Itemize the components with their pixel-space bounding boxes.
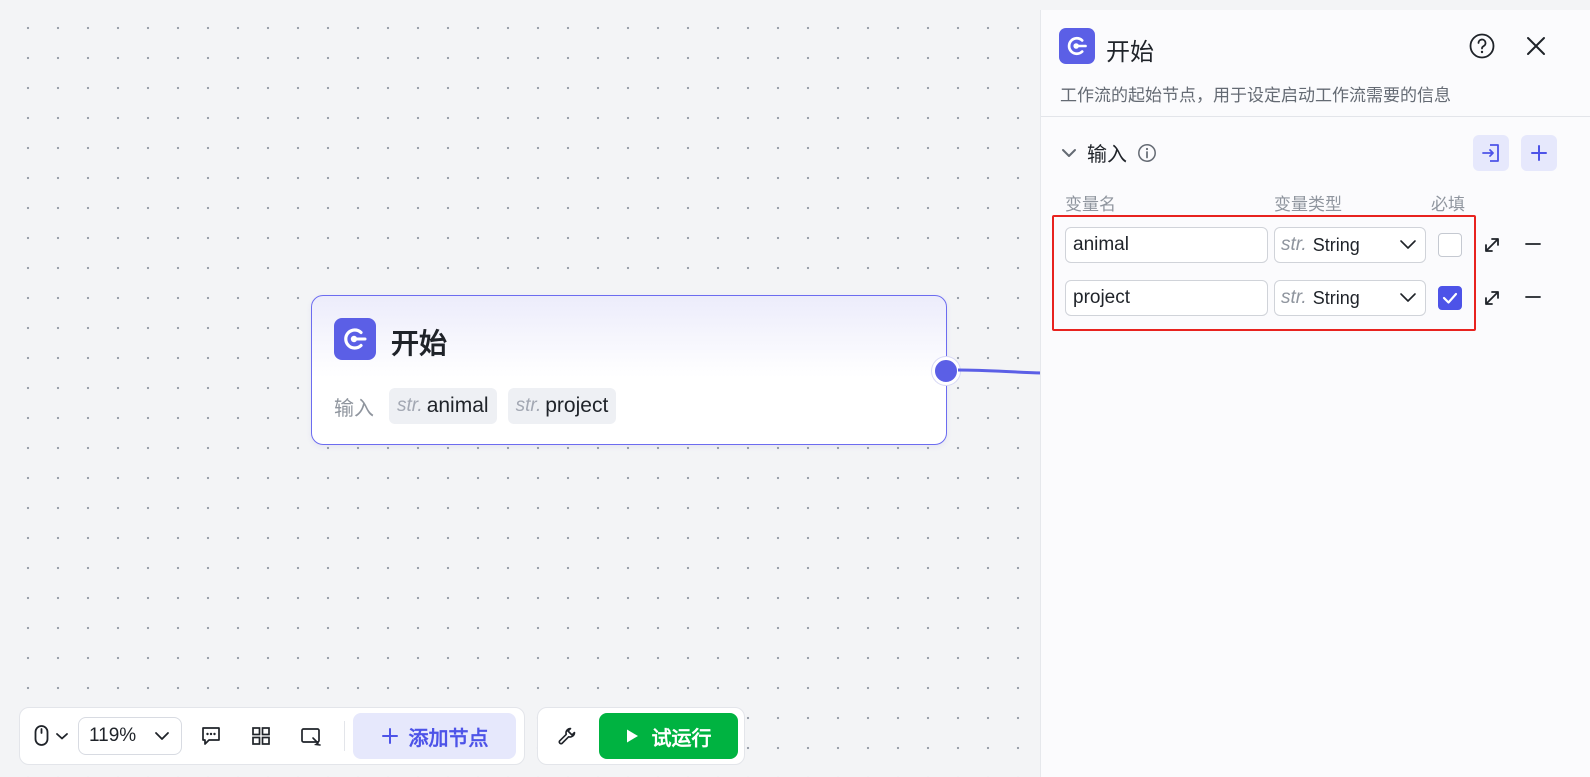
minimap-icon <box>301 728 321 746</box>
variable-type-select[interactable]: str. String <box>1274 280 1426 316</box>
chevron-down-icon <box>155 732 169 740</box>
node-config-panel: 开始 工作流的起始节点，用于设定启动工作流需要的信息 输入 <box>1040 10 1590 777</box>
expand-icon[interactable] <box>1482 288 1502 308</box>
inputs-section-title: 输入 <box>1087 144 1127 166</box>
variable-name-input[interactable] <box>1065 280 1268 316</box>
zoom-value: 119% <box>89 725 137 746</box>
auto-layout-button[interactable] <box>236 716 286 756</box>
import-icon <box>1482 144 1499 162</box>
variable-type-value: String <box>1312 287 1360 308</box>
string-type-tag: str. <box>1281 234 1307 255</box>
panel-description: 工作流的起始节点，用于设定启动工作流需要的信息 <box>1060 86 1451 105</box>
canvas-toolbar: 119% 添加节点 <box>19 707 525 765</box>
start-node-inputs: 输入 str. animal str. project <box>334 388 617 424</box>
variable-type-select[interactable]: str. String <box>1274 227 1426 263</box>
zoom-select[interactable]: 119% <box>78 717 182 755</box>
panel-title: 开始 <box>1106 39 1154 66</box>
required-checkbox[interactable] <box>1438 233 1462 257</box>
add-node-button[interactable]: 添加节点 <box>353 713 516 759</box>
checkmark-icon <box>1442 292 1458 304</box>
test-run-button[interactable]: 试运行 <box>598 713 738 759</box>
run-toolbar: 试运行 <box>537 707 745 765</box>
string-type-tag: str. <box>515 395 542 416</box>
variable-type-value: String <box>1312 234 1360 255</box>
inputs-section-header[interactable]: 输入 <box>1061 138 1157 167</box>
expand-icon[interactable] <box>1482 235 1502 255</box>
remove-variable-icon[interactable] <box>1524 235 1542 253</box>
comment-icon <box>202 727 220 745</box>
minimap-button[interactable] <box>286 716 336 756</box>
input-chip-animal: str. animal <box>389 388 497 424</box>
close-icon[interactable] <box>1524 34 1548 58</box>
connection-edge <box>958 368 1043 375</box>
string-type-tag: str. <box>1281 287 1307 308</box>
interaction-mode-button[interactable] <box>26 716 76 756</box>
info-icon[interactable] <box>1137 143 1157 163</box>
wrench-icon <box>559 727 576 745</box>
node-output-handle[interactable] <box>932 357 960 385</box>
column-header-name: 变量名 <box>1065 195 1116 214</box>
start-node-icon <box>334 318 376 360</box>
start-node[interactable]: 开始 输入 str. animal str. project <box>311 295 947 445</box>
chevron-down-icon <box>1062 148 1076 157</box>
input-chip-project: str. project <box>507 388 617 424</box>
inputs-label: 输入 <box>334 397 374 420</box>
add-node-label: 添加节点 <box>408 727 489 750</box>
column-header-type: 变量类型 <box>1274 195 1342 214</box>
help-icon[interactable] <box>1468 32 1496 60</box>
chevron-down-icon <box>1400 240 1416 249</box>
input-chip-label: project <box>545 394 609 417</box>
comment-button[interactable] <box>186 716 236 756</box>
debug-tools-button[interactable] <box>544 716 591 756</box>
add-variable-button[interactable] <box>1521 135 1557 171</box>
toolbar-divider <box>344 721 345 751</box>
play-icon <box>627 729 639 743</box>
start-node-icon <box>1059 28 1095 64</box>
chevron-down-icon <box>1400 293 1416 302</box>
column-header-required: 必填 <box>1431 195 1465 214</box>
required-checkbox[interactable] <box>1438 286 1462 310</box>
test-run-label: 试运行 <box>651 727 712 750</box>
mouse-icon <box>34 725 49 746</box>
plus-icon <box>381 728 398 744</box>
panel-header: 开始 工作流的起始节点，用于设定启动工作流需要的信息 <box>1041 10 1590 117</box>
remove-variable-icon[interactable] <box>1524 288 1542 306</box>
input-chip-label: animal <box>426 394 489 417</box>
variable-name-input[interactable] <box>1065 227 1268 263</box>
plus-icon <box>1531 145 1547 161</box>
start-node-title: 开始 <box>391 328 448 359</box>
chevron-down-icon <box>56 733 68 740</box>
import-variables-button[interactable] <box>1473 135 1509 171</box>
string-type-tag: str. <box>397 395 423 416</box>
layout-grid-icon <box>252 727 270 745</box>
